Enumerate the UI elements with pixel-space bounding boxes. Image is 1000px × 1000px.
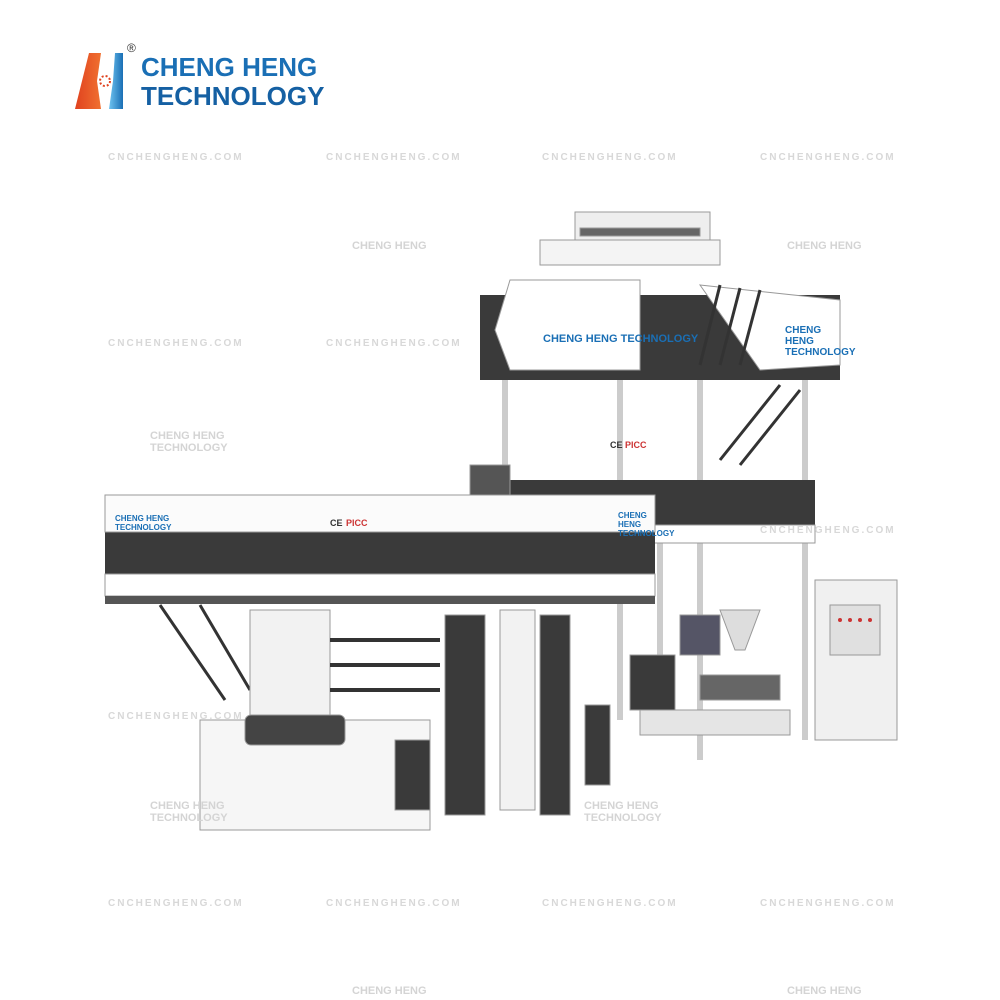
- logo-mark-icon: [75, 53, 123, 109]
- picc-mark-tower: PICC: [625, 440, 647, 450]
- tower-brand-label: CHENG HENG TECHNOLOGY: [543, 333, 699, 345]
- platform-brand-label: CHENG HENG TECHNOLOGY: [115, 514, 172, 532]
- logo-line2: TECHNOLOGY: [141, 81, 325, 111]
- picc-mark: PICC: [346, 518, 368, 528]
- tower-side-label: CHENG HENG TECHNOLOGY: [785, 325, 856, 358]
- platform-side-label: CHENG HENG TECHNOLOGY: [618, 511, 675, 538]
- logo-text: CHENG HENG TECHNOLOGY: [141, 53, 324, 111]
- logo-line1: CHENG HENG: [141, 52, 318, 82]
- ce-mark: CE: [330, 518, 343, 528]
- ce-mark-tower: CE: [610, 440, 623, 450]
- registered-mark: ®: [127, 41, 136, 55]
- brand-logo: ® CHENG HENG TECHNOLOGY: [75, 41, 355, 115]
